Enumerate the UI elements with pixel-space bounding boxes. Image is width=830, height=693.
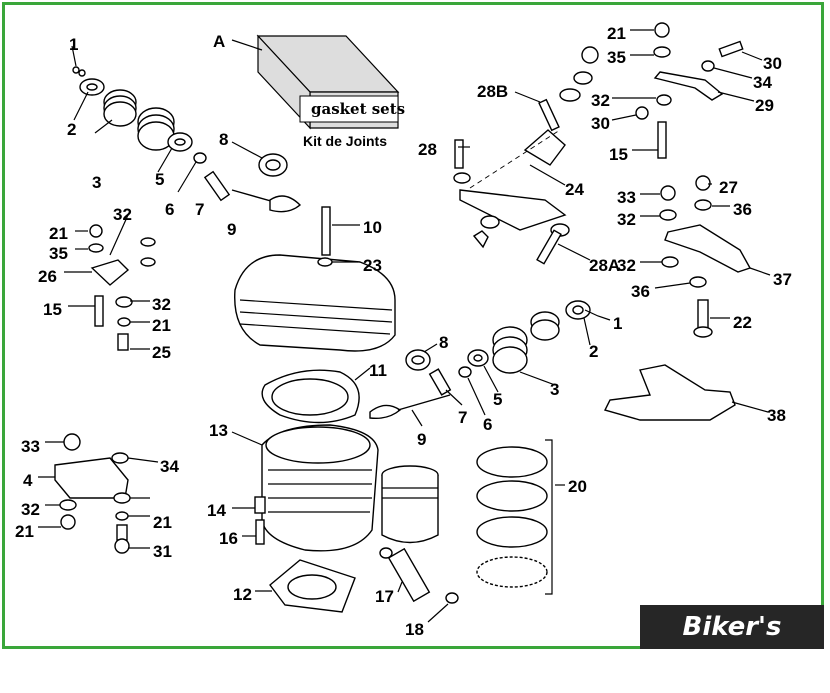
label-21: 21 [15, 522, 34, 541]
label-11: 11 [369, 361, 387, 380]
label-6: 6 [483, 415, 492, 434]
label-A: A [213, 32, 225, 51]
label-18: 18 [405, 620, 424, 639]
label-29: 29 [755, 96, 774, 115]
label-7: 7 [195, 200, 204, 219]
part-labels: A 1 2 3 5 6 7 8 9 10 23 21 32 35 26 15 3… [15, 24, 792, 639]
cylinder-head [234, 206, 396, 352]
label-38: 38 [767, 406, 786, 425]
label-13: 13 [209, 421, 228, 440]
label-1: 1 [69, 35, 78, 54]
label-36: 36 [631, 282, 650, 301]
label-8: 8 [439, 333, 448, 352]
label-1: 1 [613, 314, 622, 333]
label-20: 20 [568, 477, 587, 496]
label-21: 21 [607, 24, 626, 43]
valve-parts-top [203, 141, 302, 213]
label-17: 17 [375, 587, 394, 606]
label-36: 36 [733, 200, 752, 219]
label-25: 25 [152, 343, 171, 362]
engine-mount-bracket [603, 364, 736, 421]
bracket-group-bottom-left [54, 433, 131, 554]
gasket-sets-text: gasket sets [311, 100, 405, 118]
label-9: 9 [417, 430, 426, 449]
valve-spring-group-left [71, 45, 207, 193]
label-35: 35 [607, 48, 626, 67]
brand-text: Biker's Store [682, 612, 782, 686]
label-28A: 28A [589, 256, 620, 275]
label-2: 2 [67, 120, 76, 139]
label-16: 16 [219, 529, 238, 548]
kit-de-joints-text: Kit de Joints [303, 133, 387, 149]
rocker-arm-right [659, 175, 752, 338]
brand-badge: Biker's Store [640, 605, 824, 686]
head-gasket [261, 369, 360, 424]
piston-rings [476, 439, 553, 595]
piston-assembly [379, 465, 459, 604]
valve-spring-group-center [369, 300, 591, 420]
label-3: 3 [550, 380, 559, 399]
label-33: 33 [21, 437, 40, 456]
label-28B: 28B [477, 82, 508, 101]
label-35: 35 [49, 244, 68, 263]
label-33: 33 [617, 188, 636, 207]
label-34: 34 [160, 457, 179, 476]
label-30: 30 [763, 54, 782, 73]
label-23: 23 [363, 256, 382, 275]
label-5: 5 [155, 170, 164, 189]
label-10: 10 [363, 218, 382, 237]
leader-lines [38, 29, 771, 623]
cylinder [261, 424, 379, 552]
label-31: 31 [153, 542, 172, 561]
label-27: 27 [719, 178, 738, 197]
label-34: 34 [753, 73, 772, 92]
label-21: 21 [152, 316, 171, 335]
label-22: 22 [733, 313, 752, 332]
label-6: 6 [165, 200, 174, 219]
label-9: 9 [227, 220, 236, 239]
label-28: 28 [418, 140, 437, 159]
label-32: 32 [113, 205, 132, 224]
label-5: 5 [493, 390, 502, 409]
label-26: 26 [38, 267, 57, 286]
label-21: 21 [153, 513, 172, 532]
gasket-set-box [231, 34, 400, 130]
label-7: 7 [458, 408, 467, 427]
base-gasket [254, 496, 356, 613]
label-32: 32 [591, 91, 610, 110]
label-4: 4 [23, 471, 33, 490]
label-15: 15 [43, 300, 62, 319]
label-32: 32 [152, 295, 171, 314]
exploded-engine-diagram: gasket sets Kit de Joints A 1 2 3 5 6 7 … [15, 22, 792, 639]
label-32: 32 [617, 256, 636, 275]
label-37: 37 [773, 270, 792, 289]
label-3: 3 [92, 173, 101, 192]
diagram-frame: gasket sets Kit de Joints A 1 2 3 5 6 7 … [2, 2, 824, 649]
label-21: 21 [49, 224, 68, 243]
label-8: 8 [219, 130, 228, 149]
label-15: 15 [609, 145, 628, 164]
label-2: 2 [589, 342, 598, 361]
rocker-arm-top [453, 22, 744, 265]
label-32: 32 [617, 210, 636, 229]
label-14: 14 [207, 501, 226, 520]
label-30: 30 [591, 114, 610, 133]
label-32: 32 [21, 500, 40, 519]
bracket-group-left [88, 214, 156, 351]
label-12: 12 [233, 585, 252, 604]
label-24: 24 [565, 180, 584, 199]
